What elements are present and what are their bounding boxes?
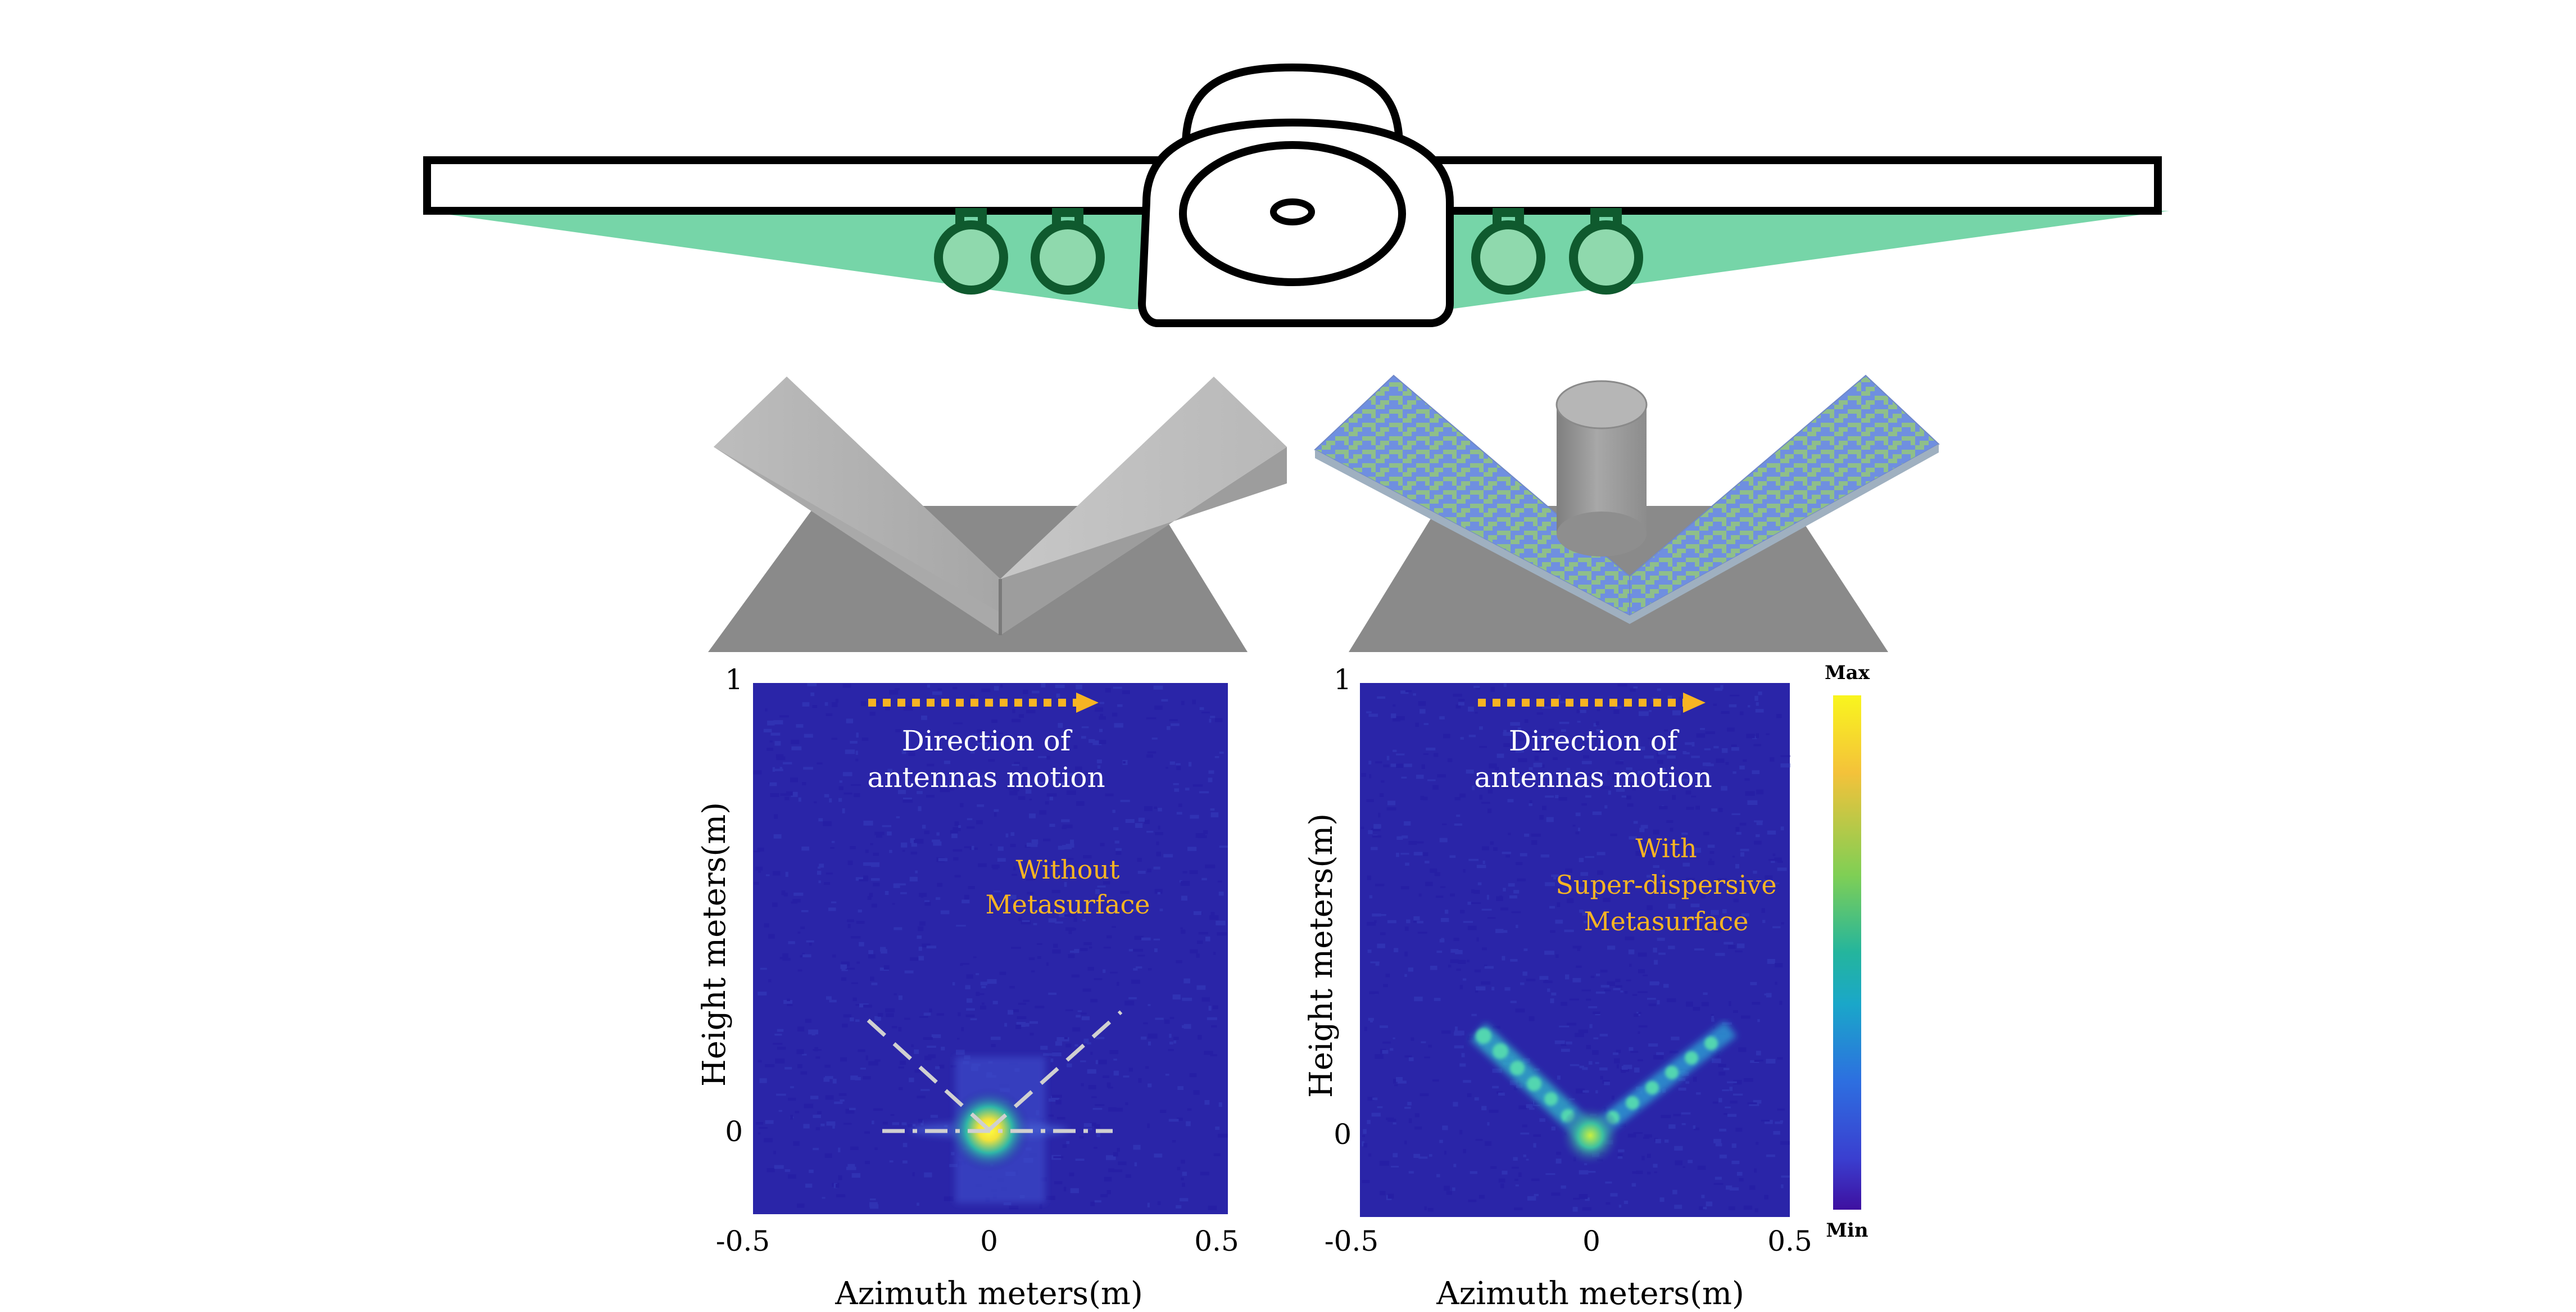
annotation-motion-line1: Direction of	[902, 725, 1073, 757]
colorbar-max-label: Max	[1825, 662, 1870, 684]
right-antenna-pair-icon	[1471, 208, 1643, 295]
y-tick-top: 1	[1334, 663, 1352, 696]
x-tick-mid: 0	[1582, 1225, 1600, 1257]
metasurface-corner-reflector-with-cylinder-icon	[1314, 374, 1940, 652]
speckle-texture	[1360, 683, 1791, 1213]
left-antenna-pair-icon	[934, 208, 1105, 295]
x-axis-label: Azimuth meters(m)	[1436, 1275, 1744, 1312]
sar-panel-with-metasurface: Direction of antennas motion With Super-…	[1303, 663, 1812, 1312]
x-tick-left: -0.5	[716, 1225, 770, 1257]
annotation-motion-line1: Direction of	[1509, 725, 1680, 757]
colorbar-min-label: Min	[1826, 1219, 1868, 1242]
sar-panel-without-metasurface: Direction of antennas motion Without Met…	[696, 663, 1239, 1312]
annotation-case-line2: Metasurface	[986, 889, 1150, 920]
x-tick-right: 0.5	[1767, 1225, 1812, 1257]
y-tick-top: 1	[725, 663, 743, 696]
camera-body-icon	[1137, 63, 1454, 327]
colorbar: Max Min	[1825, 662, 1870, 1242]
annotation-case-line1: With	[1635, 833, 1697, 863]
x-axis-label: Azimuth meters(m)	[835, 1275, 1143, 1312]
annotation-motion-line2: antennas motion	[867, 761, 1105, 794]
y-axis-label: Height meters(m)	[1303, 813, 1340, 1098]
dotted-right-arrow-icon	[868, 693, 1099, 713]
speckle-texture	[753, 683, 1228, 1210]
dotted-right-arrow-icon	[1478, 693, 1706, 713]
annotation-case-line2: Super-dispersive	[1555, 870, 1776, 900]
dihedral-corner-reflector-icon	[708, 377, 1287, 652]
y-tick-zero: 0	[1334, 1118, 1352, 1151]
aircraft-antenna-platform-icon	[421, 63, 2169, 327]
annotation-case-line1: Without	[1015, 854, 1120, 885]
reflector-outline-guides	[867, 1010, 1123, 1133]
x-tick-right: 0.5	[1194, 1225, 1239, 1257]
x-tick-left: -0.5	[1325, 1225, 1378, 1257]
annotation-motion-line2: antennas motion	[1474, 761, 1712, 794]
x-tick-mid: 0	[980, 1225, 998, 1257]
y-axis-label: Height meters(m)	[696, 802, 733, 1087]
y-tick-zero: 0	[725, 1115, 743, 1148]
annotation-case-line3: Metasurface	[1584, 906, 1749, 937]
scattering-response	[1470, 1021, 1737, 1166]
colorbar-gradient	[1833, 695, 1861, 1210]
